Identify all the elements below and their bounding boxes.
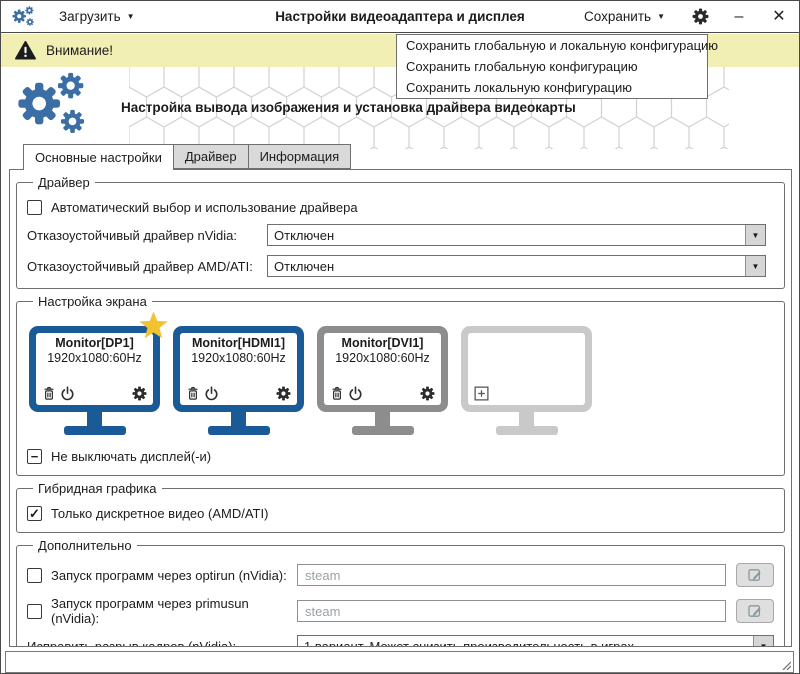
group-extra: Дополнительно Запуск программ через opti… — [16, 538, 785, 647]
title-bar: Загрузить ▼ Настройки видеоадаптера и ди… — [1, 1, 799, 33]
menu-item-save-global[interactable]: Сохранить глобальную конфигурацию — [406, 59, 638, 74]
tearfix-value: 1 вариант. Может снизить производительно… — [304, 638, 635, 647]
discrete-video-row: Только дискретное видео (AMD/ATI) — [27, 506, 774, 521]
auto-driver-checkbox[interactable] — [27, 200, 42, 215]
monitor-gear-icon[interactable] — [420, 386, 435, 401]
tearfix-row: Исправить разрыв кадров (nVidia): 1 вари… — [27, 635, 774, 647]
group-driver: Драйвер Автоматический выбор и использов… — [16, 175, 785, 289]
window-title: Настройки видеоадаптера и дисплея — [275, 9, 525, 24]
group-screen-legend: Настройка экрана — [38, 294, 147, 309]
app-logo-gears-icon — [12, 5, 34, 26]
close-button[interactable]: ✕ — [772, 7, 786, 25]
settings-gear-button[interactable] — [691, 8, 709, 26]
combo-arrow-icon[interactable]: ▼ — [753, 636, 773, 646]
amd-failsafe-label: Отказоустойчивый драйвер AMD/ATI: — [27, 258, 253, 274]
combo-arrow-icon[interactable]: ▼ — [745, 225, 765, 245]
tab-bar: Основные настройки Драйвер Информация — [23, 144, 352, 170]
monitor-gear-icon[interactable] — [276, 386, 291, 401]
add-monitor-icon[interactable] — [474, 386, 489, 401]
minimize-button[interactable]: – — [734, 7, 744, 25]
monitor-name: Monitor[HDMI1] — [191, 336, 286, 350]
group-extra-legend: Дополнительно — [38, 538, 132, 553]
keep-display-on-checkbox[interactable] — [27, 449, 42, 464]
auto-driver-label: Автоматический выбор и использование дра… — [51, 200, 358, 215]
monitor-widget-dp1[interactable]: Monitor[DP1] 1920x1080:60Hz — [29, 311, 168, 435]
nvidia-failsafe-select[interactable]: Отключен ▼ — [267, 224, 766, 246]
primusun-command-input[interactable] — [297, 600, 726, 622]
menu-item-save-global-local[interactable]: Сохранить глобальную и локальную конфигу… — [406, 38, 719, 53]
save-menu-label: Сохранить — [583, 9, 652, 24]
primary-star-icon — [139, 311, 168, 339]
save-dropdown-menu: Сохранить глобальную и локальную конфигу… — [396, 34, 719, 99]
monitor-mode: 1920x1080:60Hz — [47, 351, 142, 365]
load-menu-button[interactable]: Загрузить ▼ — [53, 7, 141, 26]
save-menu-button[interactable]: Сохранить ▼ — [578, 7, 671, 26]
nvidia-failsafe-label: Отказоустойчивый драйвер nVidia: — [27, 227, 237, 243]
menu-item-save-local[interactable]: Сохранить локальную конфигурацию — [406, 80, 632, 95]
tab-driver[interactable]: Драйвер — [172, 144, 249, 169]
monitor-list: Monitor[DP1] 1920x1080:60Hz — [29, 311, 772, 435]
chevron-down-icon: ▼ — [126, 11, 135, 21]
tab-page-main-settings: Драйвер Автоматический выбор и использов… — [9, 169, 792, 647]
group-driver-legend: Драйвер — [38, 175, 90, 190]
trash-icon[interactable] — [42, 386, 56, 401]
trash-icon[interactable] — [330, 386, 344, 401]
monitor-name: Monitor[DP1] — [55, 336, 134, 350]
tab-main-settings[interactable]: Основные настройки — [23, 144, 174, 170]
amd-failsafe-row: Отказоустойчивый драйвер AMD/ATI: Отключ… — [27, 255, 774, 277]
primusun-edit-button[interactable] — [736, 599, 774, 623]
auto-driver-row: Автоматический выбор и использование дра… — [27, 200, 774, 215]
app-logo-gears-icon — [18, 72, 85, 133]
monitor-name: Monitor[DVI1] — [341, 336, 424, 350]
discrete-video-checkbox[interactable] — [27, 506, 42, 521]
optirun-command-input[interactable] — [297, 564, 726, 586]
monitor-mode: 1920x1080:60Hz — [191, 351, 286, 365]
monitor-widget-dvi1[interactable]: Monitor[DVI1] 1920x1080:60Hz — [317, 326, 448, 435]
combo-arrow-icon[interactable]: ▼ — [745, 256, 765, 276]
group-hybrid-graphics: Гибридная графика Только дискретное виде… — [16, 481, 785, 533]
amd-failsafe-value: Отключен — [274, 258, 335, 274]
power-icon[interactable] — [348, 386, 363, 401]
page-subtitle: Настройка вывода изображения и установка… — [121, 100, 576, 115]
keep-display-on-row: Не выключать дисплей(-и) — [27, 449, 774, 464]
monitor-mode: 1920x1080:60Hz — [335, 351, 430, 365]
warning-text: Внимание! — [46, 43, 114, 58]
monitor-widget-hdmi1[interactable]: Monitor[HDMI1] 1920x1080:60Hz — [173, 326, 304, 435]
nvidia-failsafe-value: Отключен — [274, 227, 335, 243]
primusun-row: Запуск программ через primusun (nVidia): — [27, 596, 774, 626]
tearfix-label: Исправить разрыв кадров (nVidia): — [27, 638, 237, 647]
primusun-checkbox[interactable] — [27, 603, 42, 619]
monitor-widget-empty[interactable] — [461, 326, 592, 435]
nvidia-failsafe-row: Отказоустойчивый драйвер nVidia: Отключе… — [27, 224, 774, 246]
chevron-down-icon: ▼ — [657, 11, 665, 21]
optirun-label: Запуск программ через optirun (nVidia): — [51, 567, 287, 583]
monitor-gear-icon[interactable] — [132, 386, 147, 401]
discrete-video-label: Только дискретное видео (AMD/ATI) — [51, 506, 269, 521]
load-menu-label: Загрузить — [59, 9, 121, 24]
tab-information[interactable]: Информация — [247, 144, 352, 169]
trash-icon[interactable] — [186, 386, 200, 401]
optirun-row: Запуск программ через optirun (nVidia): — [27, 563, 774, 587]
power-icon[interactable] — [60, 386, 75, 401]
primusun-label: Запуск программ через primusun (nVidia): — [51, 596, 249, 626]
optirun-checkbox[interactable] — [27, 567, 42, 583]
tearfix-select[interactable]: 1 вариант. Может снизить производительно… — [297, 635, 774, 647]
edit-pencil-icon — [748, 605, 761, 617]
amd-failsafe-select[interactable]: Отключен ▼ — [267, 255, 766, 277]
keep-display-on-label: Не выключать дисплей(-и) — [51, 449, 212, 464]
gear-icon — [692, 8, 708, 25]
group-screen: Настройка экрана Monitor[DP1] 1920x1080:… — [16, 294, 785, 476]
optirun-edit-button[interactable] — [736, 563, 774, 587]
edit-pencil-icon — [748, 569, 761, 581]
power-icon[interactable] — [204, 386, 219, 401]
warning-triangle-icon — [15, 41, 36, 60]
status-output-box[interactable] — [5, 651, 794, 673]
resize-grip-icon[interactable] — [781, 660, 791, 670]
group-hybrid-legend: Гибридная графика — [38, 481, 157, 496]
